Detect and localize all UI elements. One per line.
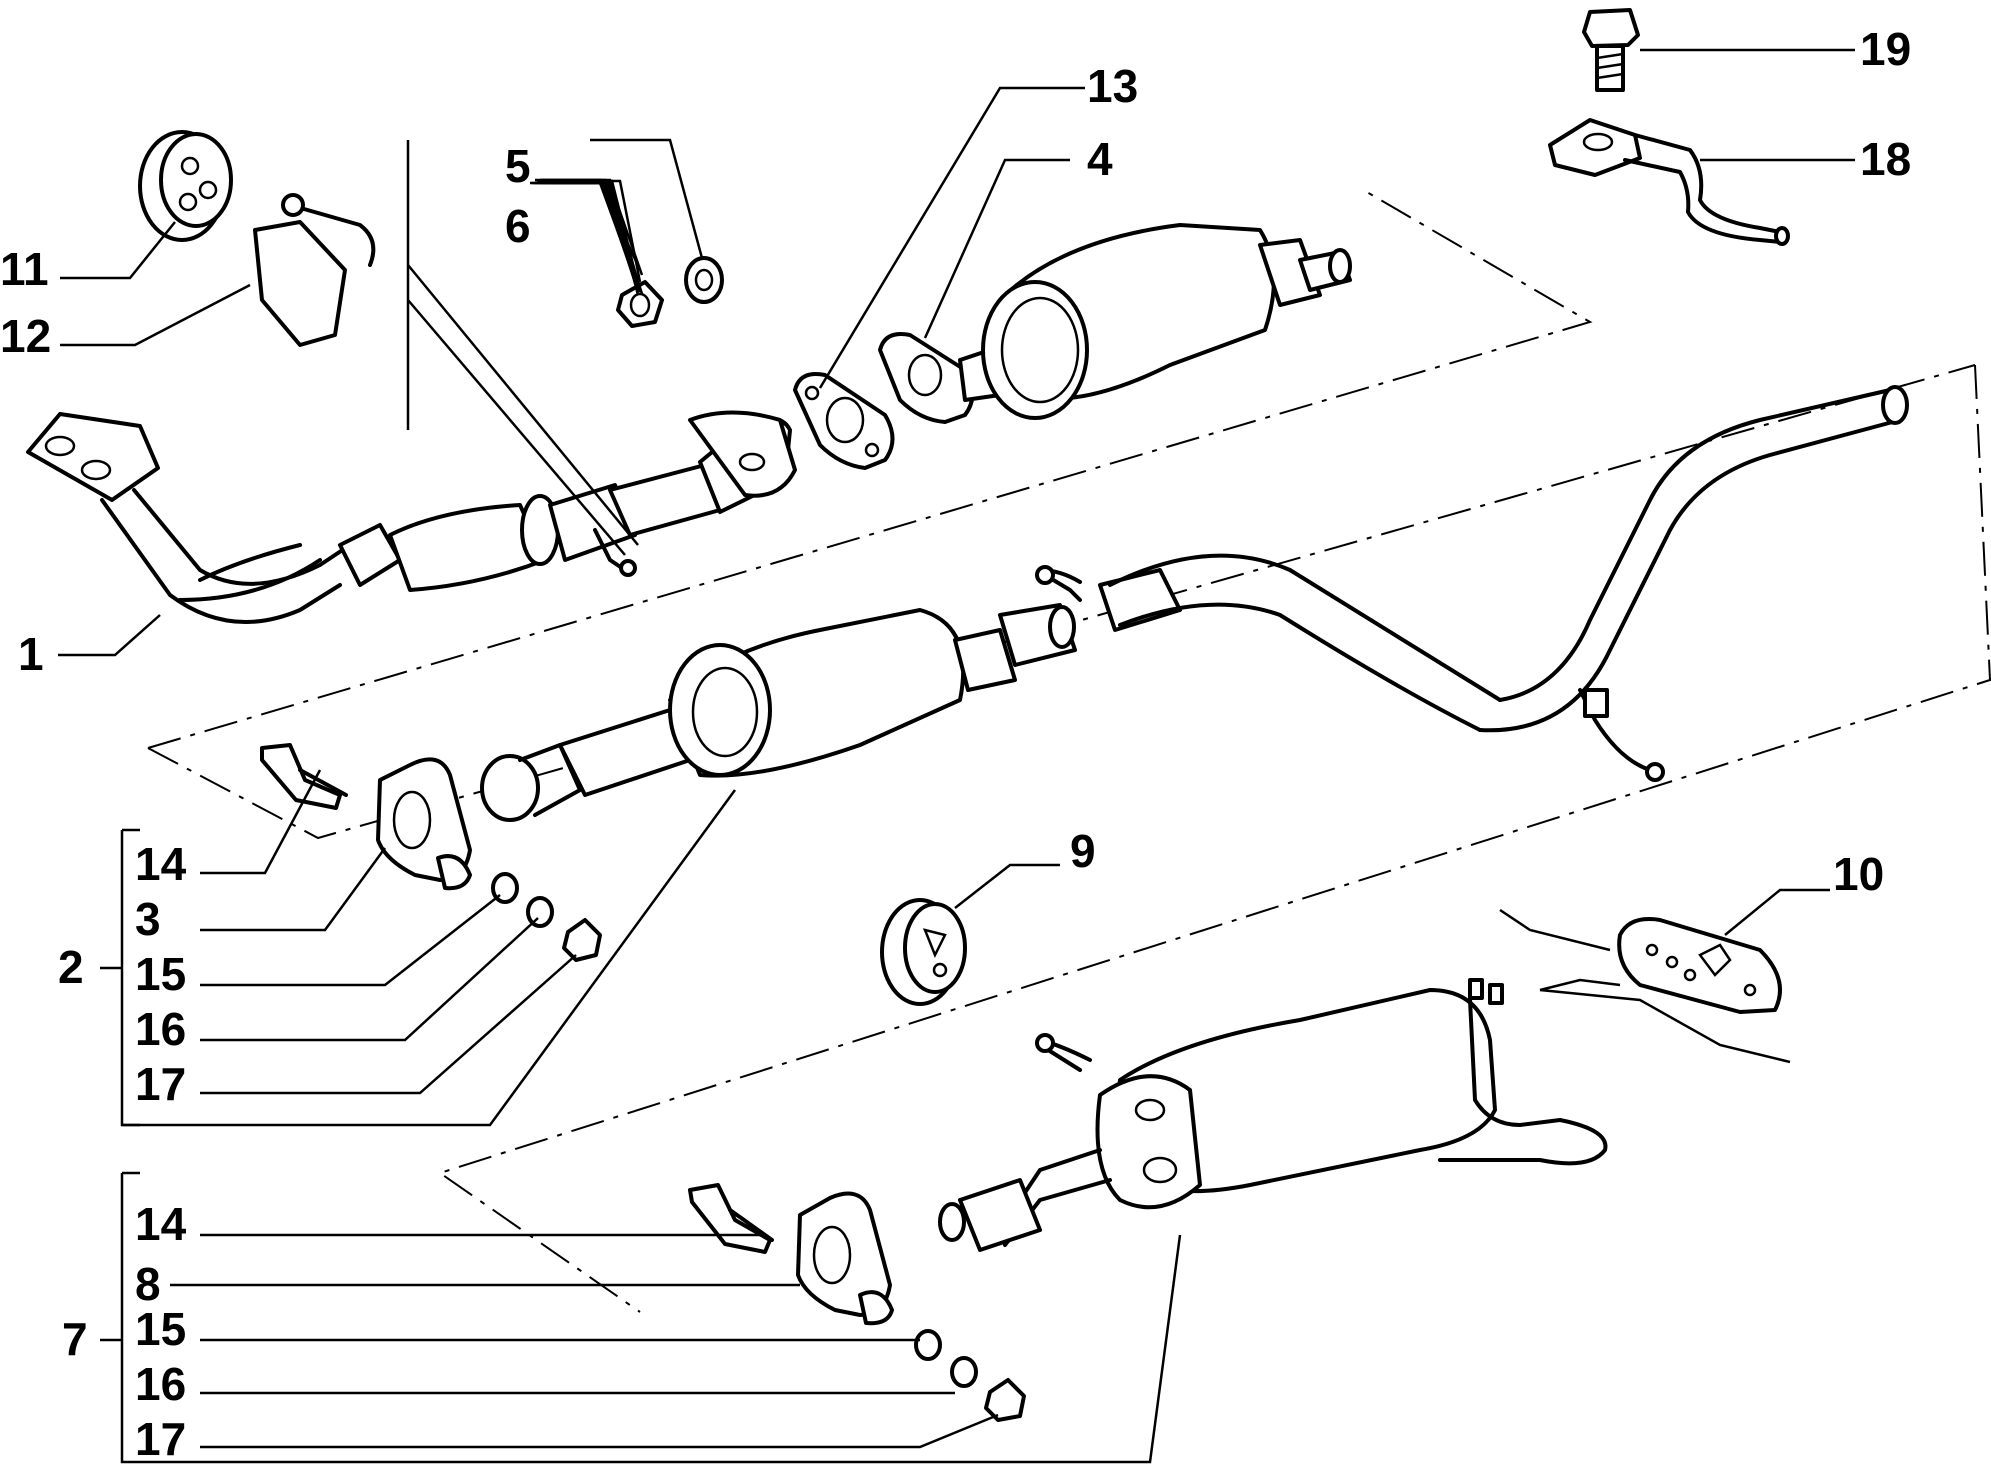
gasket-13 bbox=[793, 372, 895, 470]
bracket-12 bbox=[253, 193, 376, 347]
callout-18: 18 bbox=[1860, 133, 1911, 185]
callout-12: 12 bbox=[0, 310, 51, 362]
callout-6: 6 bbox=[505, 200, 531, 252]
callout-15-front: 15 bbox=[135, 948, 186, 1000]
callout-8: 8 bbox=[135, 1258, 161, 1310]
rear-silencer bbox=[938, 978, 1608, 1252]
callout-16-rear: 16 bbox=[135, 1358, 186, 1410]
callout-labels: 1 2 3 4 5 6 7 8 9 10 11 12 13 14 15 16 1… bbox=[0, 23, 1911, 1465]
callout-17-rear: 17 bbox=[135, 1413, 186, 1465]
bolt-19 bbox=[1582, 8, 1640, 92]
washer-5 bbox=[684, 256, 724, 304]
catalytic-converter bbox=[958, 223, 1352, 420]
gasket-4 bbox=[878, 332, 975, 424]
rubber-mount-11 bbox=[138, 130, 233, 242]
clamp-assembly-front bbox=[260, 743, 602, 962]
callout-19: 19 bbox=[1860, 23, 1911, 75]
callout-1: 1 bbox=[18, 628, 44, 680]
callout-14-front: 14 bbox=[135, 838, 187, 890]
callout-15-rear: 15 bbox=[135, 1303, 186, 1355]
nut-6 bbox=[616, 280, 664, 328]
clamp-assembly-rear bbox=[688, 1183, 1026, 1422]
callout-2: 2 bbox=[58, 941, 84, 993]
rubber-mount-9 bbox=[880, 898, 967, 1006]
leader-lines bbox=[58, 48, 1855, 1449]
front-exhaust-pipe bbox=[26, 410, 797, 624]
callout-3: 3 bbox=[135, 893, 161, 945]
rear-connecting-pipe bbox=[1035, 385, 1909, 782]
callout-11: 11 bbox=[0, 243, 49, 295]
callout-5: 5 bbox=[505, 140, 531, 192]
callout-16-front: 16 bbox=[135, 1003, 186, 1055]
callout-4: 4 bbox=[1087, 133, 1113, 185]
callout-13: 13 bbox=[1087, 60, 1138, 112]
callout-9: 9 bbox=[1070, 825, 1096, 877]
callout-17-front: 17 bbox=[135, 1058, 186, 1110]
intermediate-pipe-silencer bbox=[480, 603, 1077, 822]
callout-7: 7 bbox=[62, 1313, 88, 1365]
bracket-18 bbox=[1548, 118, 1790, 246]
callout-10: 10 bbox=[1833, 848, 1884, 900]
rubber-mount-10 bbox=[1617, 917, 1782, 1014]
centerlines bbox=[147, 187, 1991, 1313]
callout-14-rear: 14 bbox=[135, 1198, 187, 1250]
